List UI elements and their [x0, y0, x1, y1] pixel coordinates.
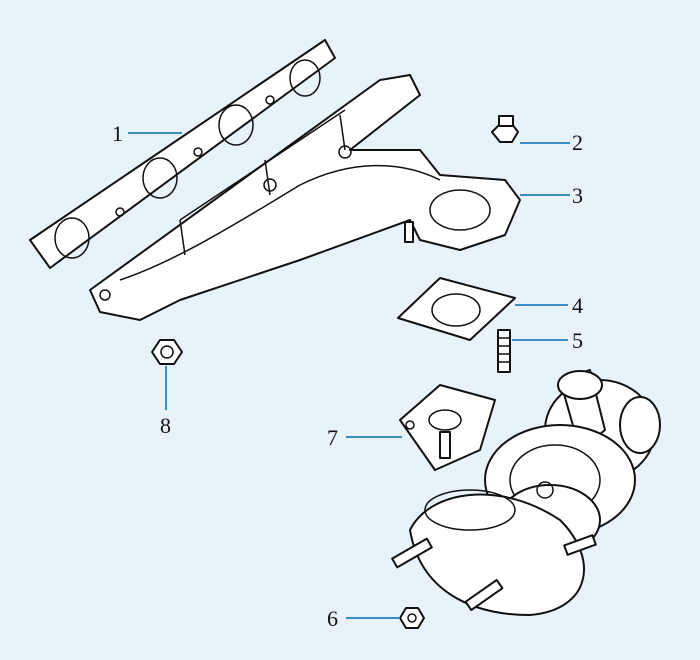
- callout-8: 8: [160, 413, 171, 438]
- manifold-gasket: [29, 39, 336, 269]
- turbocharger: [391, 369, 661, 616]
- callout-4: 4: [572, 293, 583, 318]
- turbo-gasket: [397, 277, 516, 341]
- nut-6: [399, 607, 425, 629]
- callout-5: 5: [572, 328, 583, 353]
- callout-7: 7: [327, 425, 338, 450]
- callout-6: 6: [327, 606, 338, 631]
- stud-5: [497, 329, 511, 373]
- callout-1: 1: [112, 121, 123, 146]
- exhaust-manifold: [89, 74, 521, 321]
- callout-3: 3: [572, 183, 583, 208]
- nut-8: [151, 339, 183, 365]
- callout-2: 2: [572, 130, 583, 155]
- nut-2: [491, 115, 519, 143]
